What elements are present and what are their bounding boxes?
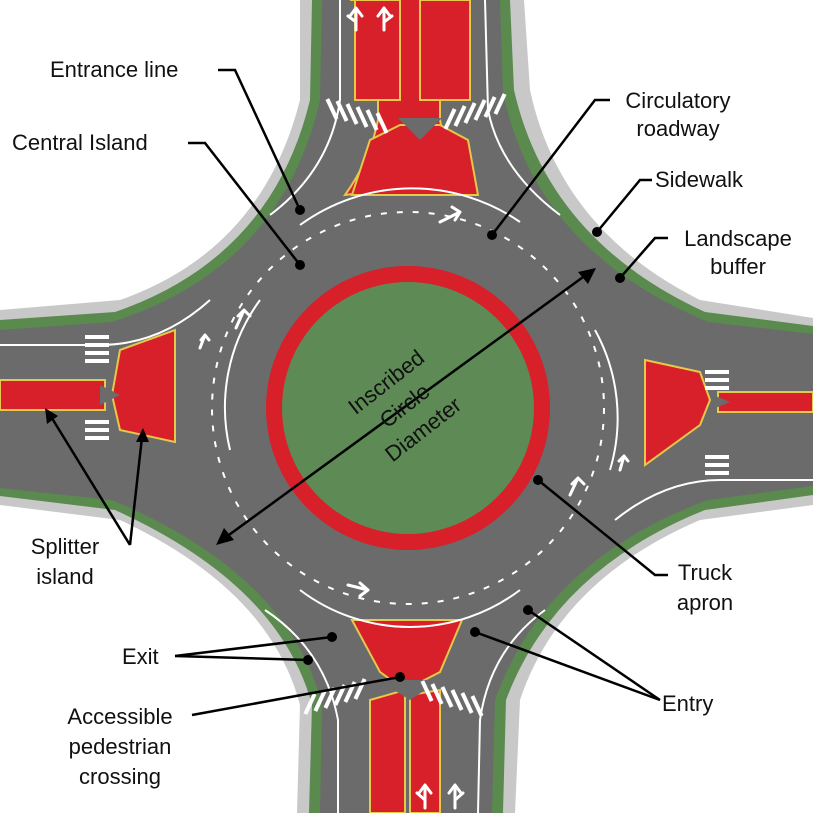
dot-circulatory	[487, 230, 497, 240]
direction-arrows	[198, 6, 630, 810]
leader-exit-1	[174, 635, 333, 658]
arrow-circulating-right-small	[617, 454, 630, 472]
dot-entry-1	[470, 627, 480, 637]
leader-truck-apron	[537, 479, 668, 577]
leader-exit-2	[174, 654, 309, 662]
label-exit: Exit	[122, 644, 159, 669]
arrowhead-diameter-top	[578, 268, 596, 284]
leader-splitter-1	[48, 414, 132, 546]
dot-exit-1	[327, 632, 337, 642]
labels: Entrance line Central Island Circulatory…	[12, 57, 792, 789]
leader-central-island	[188, 141, 301, 266]
crosswalk-top-right	[443, 93, 507, 130]
leader-lines	[48, 68, 668, 717]
arrow-circulating-bottom	[346, 581, 370, 598]
arrow-bottom-right-lane	[447, 783, 465, 810]
arrowhead-splitter-1	[45, 408, 58, 424]
label-landscape-line1: Landscape	[684, 226, 792, 251]
label-entry: Entry	[662, 691, 713, 716]
leader-inscribed-diameter	[221, 270, 591, 542]
label-circulatory-line1: Circulatory	[625, 88, 730, 113]
label-accessible-line2: pedestrian	[69, 734, 172, 759]
arrowhead-splitter-2	[136, 428, 149, 442]
central-island	[282, 282, 534, 534]
crosswalk-right	[705, 370, 729, 475]
leader-sidewalk	[596, 178, 652, 233]
dot-entry-2	[523, 605, 533, 615]
crosswalk-bottom-left	[303, 678, 367, 715]
label-entrance-line: Entrance line	[50, 57, 178, 82]
label-truck-line2: apron	[677, 590, 733, 615]
label-sidewalk: Sidewalk	[655, 167, 744, 192]
arrow-top-left-lane	[346, 6, 364, 32]
label-accessible-line1: Accessible	[67, 704, 172, 729]
arrow-top-right-lane	[376, 6, 394, 32]
dot-truck-apron	[533, 475, 543, 485]
splitter-island-left	[110, 328, 176, 444]
leader-entry-2	[527, 608, 661, 702]
splitter-island-right	[644, 358, 712, 467]
label-circulatory-line2: roadway	[636, 116, 719, 141]
dot-exit-2	[303, 655, 313, 665]
leader-splitter-2	[128, 436, 144, 546]
crosswalk-left	[85, 335, 109, 440]
splitter-island-top	[350, 124, 480, 196]
arrow-circulating-left-small	[198, 333, 211, 350]
label-truck-line1: Truck	[678, 560, 733, 585]
crosswalk-stripes	[85, 93, 729, 717]
crosswalk-top-left	[325, 98, 389, 134]
dot-central-island	[295, 260, 305, 270]
arrow-circulating-top	[438, 205, 462, 224]
label-landscape-line2: buffer	[710, 254, 766, 279]
leader-entry-1	[474, 630, 661, 702]
dot-accessible	[395, 672, 405, 682]
dot-entrance-line	[295, 205, 305, 215]
arrow-circulating-left	[234, 308, 252, 330]
label-accessible-line3: crossing	[79, 764, 161, 789]
arrow-circulating-right	[568, 476, 586, 497]
label-splitter-line1: Splitter	[31, 534, 99, 559]
label-central-island: Central Island	[12, 130, 148, 155]
crosswalk-bottom-right	[420, 680, 484, 717]
arrowhead-diameter-bottom	[216, 528, 234, 545]
leader-landscape	[619, 236, 668, 279]
label-splitter-line2: island	[36, 564, 93, 589]
arrow-bottom-left-lane	[415, 783, 433, 810]
leader-circulatory	[491, 98, 610, 236]
dot-sidewalk	[592, 227, 602, 237]
leader-accessible	[191, 675, 401, 717]
leader-entrance-line	[218, 68, 302, 211]
dot-landscape	[615, 273, 625, 283]
